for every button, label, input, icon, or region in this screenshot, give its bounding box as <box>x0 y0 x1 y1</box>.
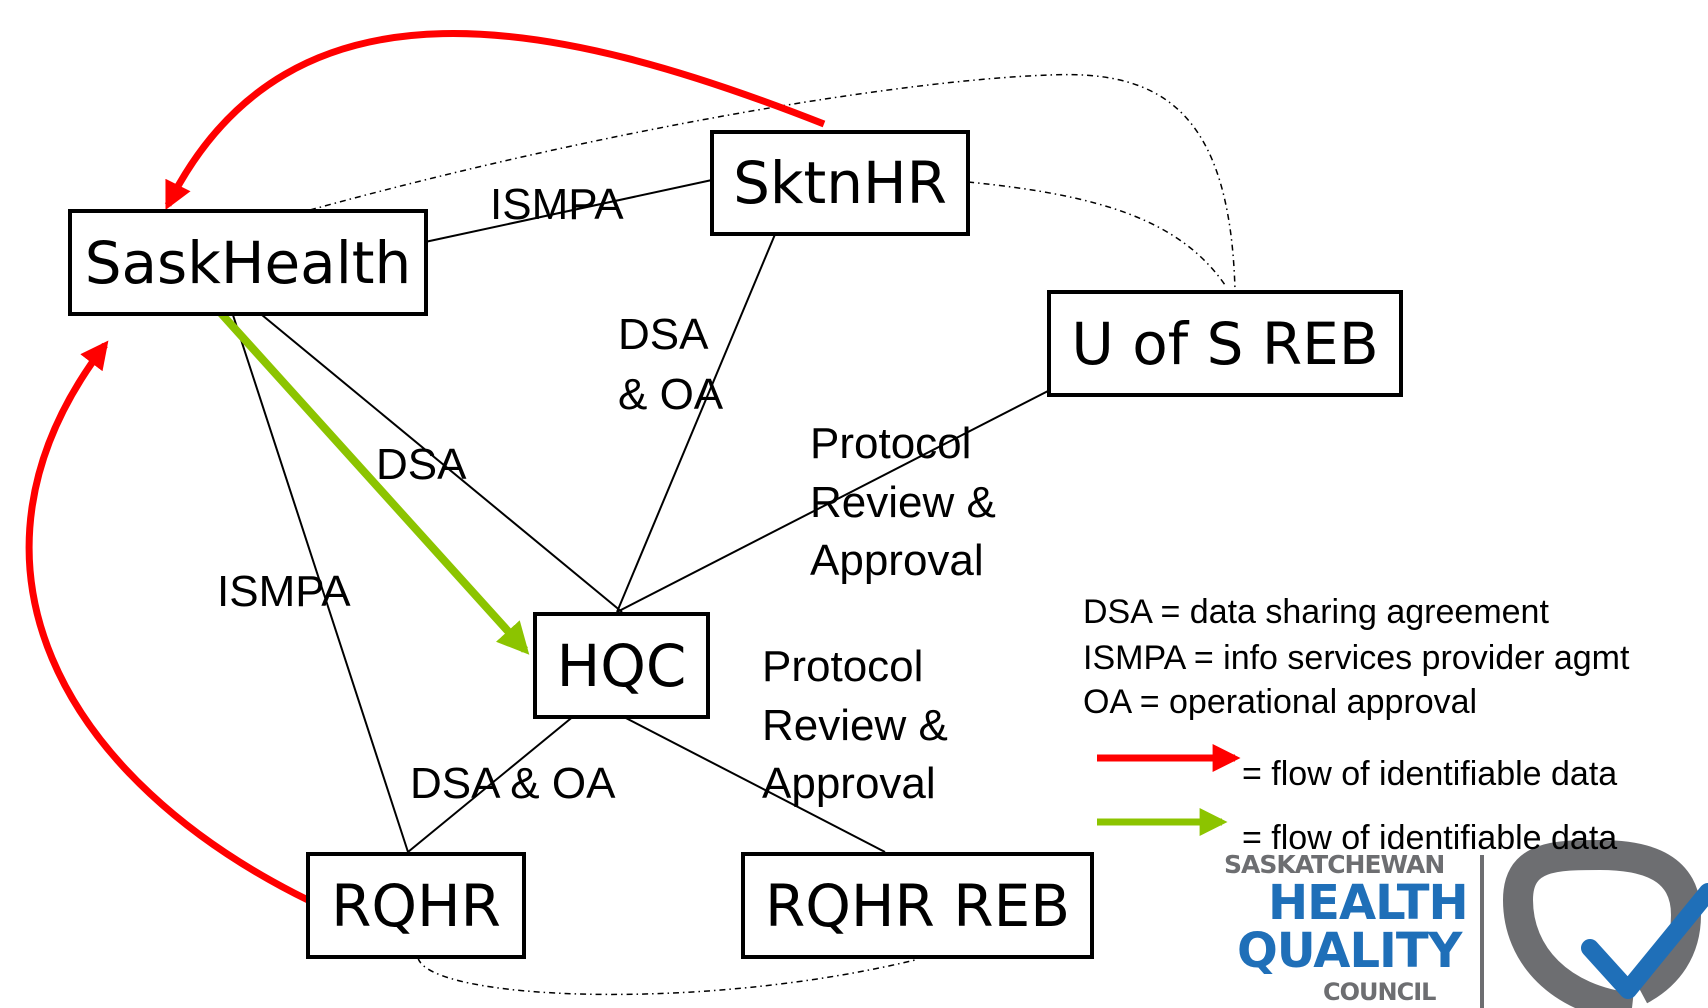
line-hqc-rqhr <box>407 714 576 853</box>
label-dsa-oa-bottom: DSA & OA <box>410 759 616 808</box>
line-saskhealth-hqc <box>261 314 623 613</box>
label-protocol-top-line2: Review & <box>810 478 996 527</box>
label-dsa-oa-top-line1: DSA <box>618 310 709 359</box>
legend-green-arrow-text: = flow of identifiable data <box>1242 819 1618 857</box>
q-checkmark-icon <box>1502 839 1708 1008</box>
node-sktnhr: SktnHR <box>710 130 970 236</box>
line-hqc-rqhrreb <box>619 714 886 853</box>
logo-divider <box>1480 855 1484 1008</box>
label-protocol-top-line1: Protocol <box>810 419 972 468</box>
dotted-link-sktnhr-uofs <box>967 181 1226 286</box>
node-saskhealth: SaskHealth <box>68 209 428 316</box>
label-dsa-mid: DSA <box>376 440 467 489</box>
red-arrow-rqhr-to-saskhealth <box>25 340 314 906</box>
node-uofs-reb: U of S REB <box>1047 290 1403 397</box>
red-arrow-sktnhr-to-saskhealth <box>164 30 826 211</box>
line-sktnhr-hqc <box>616 231 777 613</box>
label-protocol-top-line3: Approval <box>810 536 984 585</box>
line-saskhealth-rqhr <box>231 311 409 853</box>
label-protocol-bottom-line1: Protocol <box>762 642 924 691</box>
line-uofs-hqc <box>616 389 1051 613</box>
logo-line-health: HEALTH <box>1268 875 1469 931</box>
label-protocol-bottom-line3: Approval <box>762 759 936 808</box>
logo-line-council: COUNCIL <box>1323 978 1436 1006</box>
green-arrow-saskhealth-to-hqc <box>215 307 530 655</box>
line-saskhealth-sktnhr <box>424 179 713 243</box>
label-ismpa-left: ISMPA <box>217 567 351 616</box>
logo-line-quality: QUALITY <box>1237 923 1462 979</box>
legend-oa: OA = operational approval <box>1083 683 1478 721</box>
logo-line-saskatchewan: SASKATCHEWAN <box>1224 850 1445 879</box>
label-ismpa-top: ISMPA <box>490 180 624 229</box>
node-rqhr: RQHR <box>306 852 526 959</box>
node-rqhr-reb: RQHR REB <box>741 852 1094 959</box>
node-hqc: HQC <box>533 612 710 719</box>
legend-ismpa: ISMPA = info services provider agmt <box>1083 639 1630 677</box>
legend-red-arrow-text: = flow of identifiable data <box>1242 755 1618 793</box>
dotted-link-rqhr-rqhrreb <box>417 957 916 996</box>
dotted-link-saskhealth-uofs <box>309 73 1236 291</box>
label-protocol-bottom-line2: Review & <box>762 701 948 750</box>
legend-dsa: DSA = data sharing agreement <box>1083 593 1549 631</box>
label-dsa-oa-top-line2: & OA <box>618 370 724 419</box>
